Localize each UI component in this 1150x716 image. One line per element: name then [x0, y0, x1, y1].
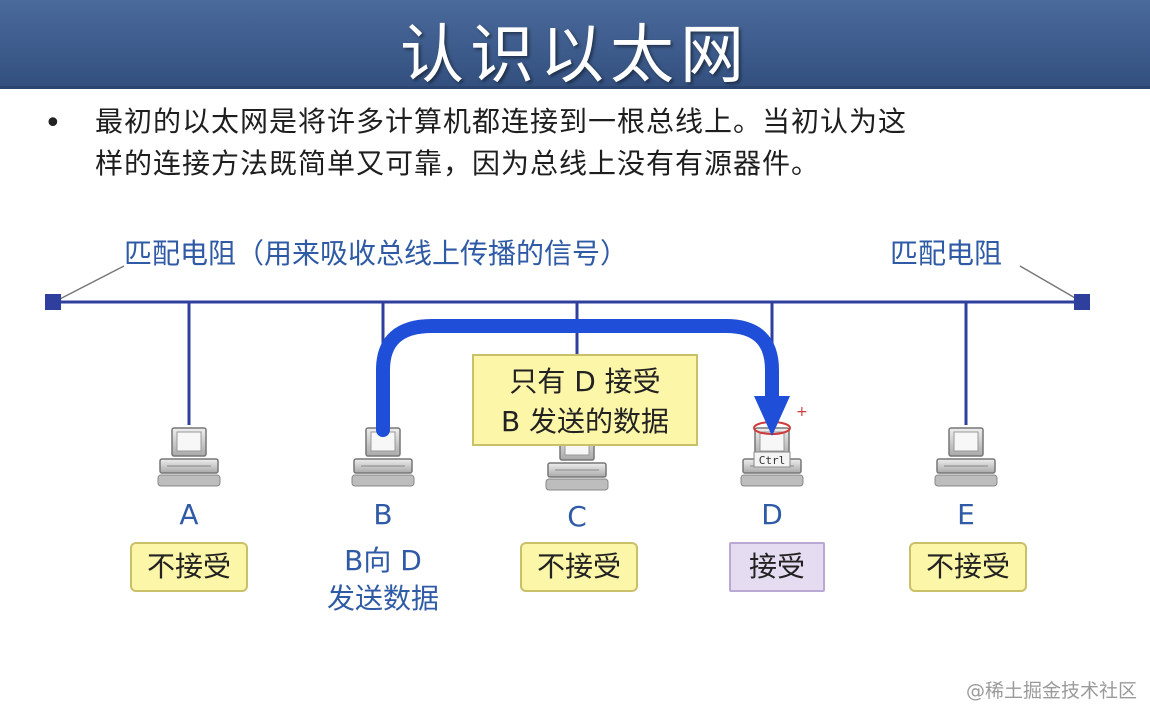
right-terminator [1074, 294, 1090, 310]
status-badge-e: 不接受 [909, 542, 1027, 592]
right-terminator-leader [1019, 265, 1083, 303]
status-text-b-line-2: 发送数据 [326, 582, 439, 615]
right-terminator-label: 匹配电阻 [890, 237, 1003, 270]
watermark: @稀土掘金技术社区 [966, 680, 1138, 702]
status-text-b: B向 D 发送数据 [305, 542, 461, 618]
computer-a [157, 427, 221, 487]
d-screen-label-box [753, 451, 791, 468]
status-badge-a: 不接受 [130, 542, 248, 592]
status-text-b-line-1: B向 D [344, 544, 422, 577]
bullet-dot: • [44, 106, 62, 141]
receive-plus-icon: + [796, 404, 808, 420]
d-screen-label: Ctrl [759, 454, 786, 467]
station-label-c: C [567, 500, 587, 533]
bullet-text-line-2: 样的连接方法既简单又可靠，因为总线上没有有源器件。 [95, 147, 821, 180]
station-label-e: E [957, 498, 975, 531]
note-line-2: B 发送的数据 [500, 405, 670, 438]
transmission-arrowhead [754, 396, 790, 436]
note-box: 只有 D 接受 B 发送的数据 [472, 354, 698, 446]
station-label-a: A [179, 498, 199, 531]
station-label-d: D [761, 498, 783, 531]
transmission-arrow [376, 319, 779, 437]
status-badge-c: 不接受 [520, 542, 638, 592]
left-terminator-label: 匹配电阻（用来吸收总线上传播的信号） [124, 237, 629, 270]
page-title: 认识以太网 [400, 19, 750, 93]
note-line-1: 只有 D 接受 [509, 365, 661, 398]
station-label-b: B [373, 498, 393, 531]
status-badge-d: 接受 [729, 542, 825, 592]
left-terminator-leader [53, 265, 125, 303]
title-bar: 认识以太网 [0, 0, 1150, 93]
left-terminator [45, 294, 61, 310]
computer-e [934, 427, 998, 487]
bullet-text-line-1: 最初的以太网是将许多计算机都连接到一根总线上。当初认为这 [95, 105, 908, 138]
